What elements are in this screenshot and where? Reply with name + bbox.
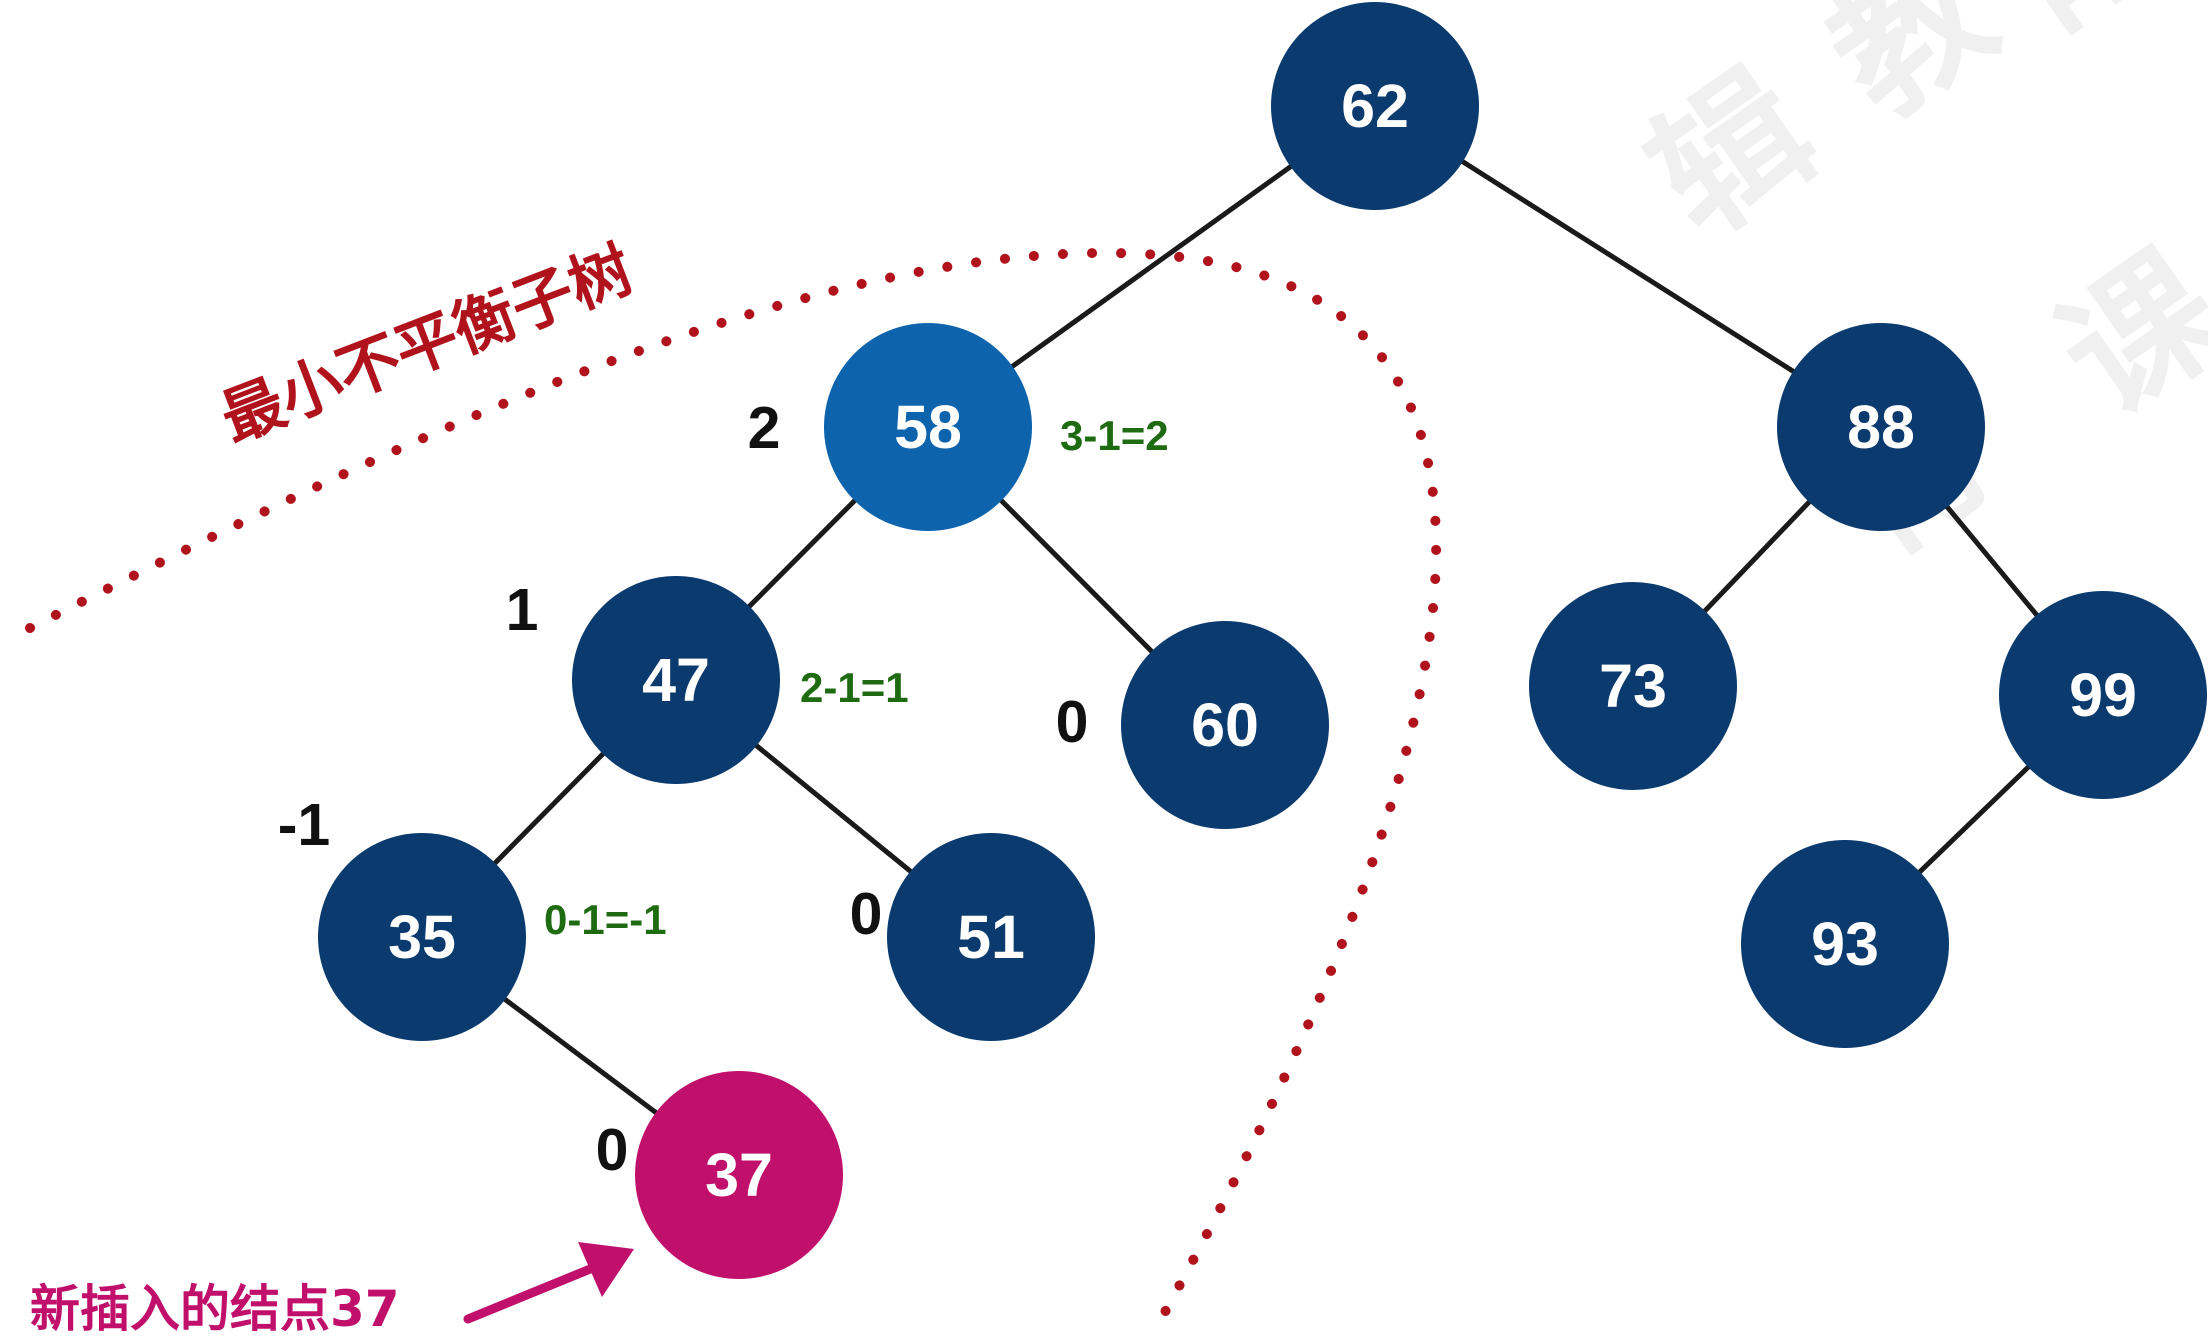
new-node-arrow <box>463 1242 634 1324</box>
tree-node-51: 51 <box>887 833 1095 1041</box>
node-value-99: 99 <box>2069 661 2137 729</box>
balance-factor-58: 2 <box>748 395 781 461</box>
tree-node-62: 62 <box>1271 2 1479 210</box>
svg-text:教: 教 <box>1801 0 2024 149</box>
tree-node-60: 60 <box>1121 621 1329 829</box>
node-value-88: 88 <box>1847 393 1915 461</box>
node-value-62: 62 <box>1341 72 1409 140</box>
node-circle-58 <box>824 323 1032 531</box>
min-unbalanced-subtree-boundary <box>25 247 1442 1335</box>
node-value-37: 37 <box>705 1141 773 1209</box>
tree-node-99: 99 <box>1999 591 2207 799</box>
node-circle-62 <box>1271 2 1479 210</box>
node-circle-47 <box>572 576 780 784</box>
svg-text:辑: 辑 <box>1621 41 1844 270</box>
tree-node-58: 58 <box>824 323 1032 531</box>
new-node-label: 新插入的结点37 <box>30 1280 400 1338</box>
node-circle-35 <box>318 833 526 1041</box>
balance-factor-60: 0 <box>1056 689 1089 755</box>
node-circle-88 <box>1777 323 1985 531</box>
node-value-58: 58 <box>894 393 962 461</box>
balance-factor-47: 1 <box>506 577 539 643</box>
node-value-73: 73 <box>1599 652 1667 720</box>
tree-node-88: 88 <box>1777 323 1985 531</box>
node-value-60: 60 <box>1191 691 1259 759</box>
node-value-47: 47 <box>642 646 710 714</box>
height-calculations: 3-1=2 2-1=1 0-1=-1 <box>544 412 1169 943</box>
tree-node-93: 93 <box>1741 840 1949 1048</box>
node-value-51: 51 <box>957 903 1025 971</box>
tree-nodes: 62 58 88 47 60 73 99 35 51 93 37 <box>318 2 2207 1279</box>
node-circle-37 <box>635 1071 843 1279</box>
balance-factors: 2 1 -1 0 0 0 <box>278 395 1089 1183</box>
node-circle-60 <box>1121 621 1329 829</box>
node-circle-73 <box>1529 582 1737 790</box>
tree-node-47: 47 <box>572 576 780 784</box>
node-circle-51 <box>887 833 1095 1041</box>
calculation-58: 3-1=2 <box>1060 412 1169 459</box>
node-value-93: 93 <box>1811 910 1879 978</box>
node-value-35: 35 <box>388 903 456 971</box>
balance-factor-37: 0 <box>596 1117 629 1183</box>
calculation-35: 0-1=-1 <box>544 896 667 943</box>
tree-node-37: 37 <box>635 1071 843 1279</box>
node-circle-99 <box>1999 591 2207 799</box>
svg-text:课: 课 <box>2031 220 2208 449</box>
tree-node-35: 35 <box>318 833 526 1041</box>
balance-factor-51: 0 <box>850 881 883 947</box>
tree-node-73: 73 <box>1529 582 1737 790</box>
balance-factor-35: -1 <box>278 792 330 858</box>
node-circle-93 <box>1741 840 1949 1048</box>
calculation-47: 2-1=1 <box>800 664 909 711</box>
min-unbalanced-subtree-label: 最小不平衡子树 <box>211 232 642 456</box>
